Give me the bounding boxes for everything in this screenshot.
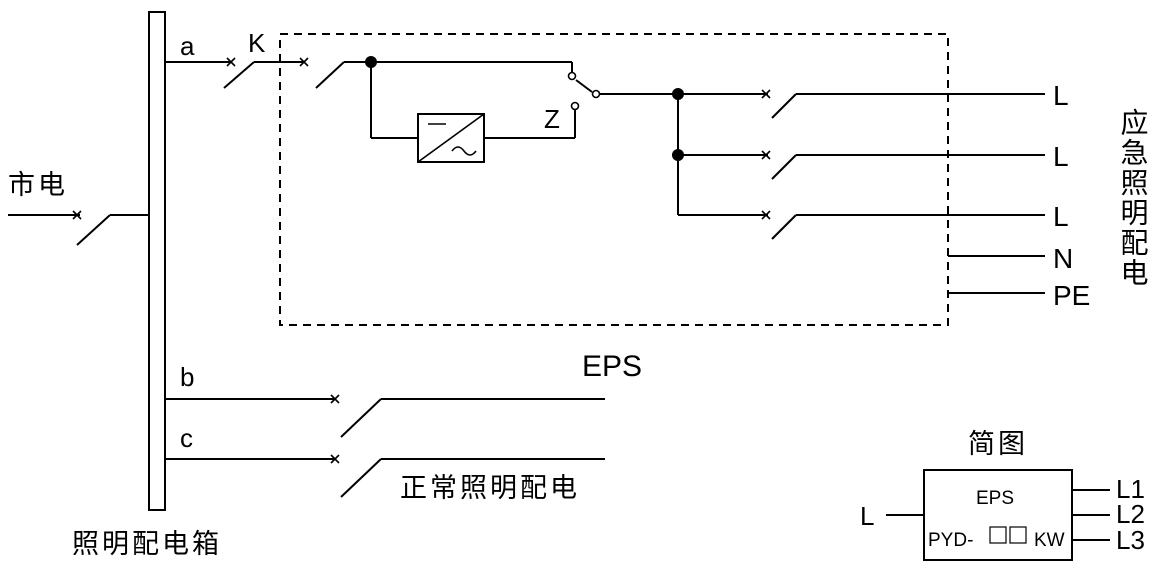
transfer-contact-z <box>570 101 580 111</box>
mains-input: 市电 <box>8 170 149 246</box>
branch-b-breaker-blade <box>340 398 382 438</box>
branch-c-label: c <box>180 423 193 453</box>
output-n-label: N <box>1053 243 1073 274</box>
mains-breaker-mark <box>72 210 82 220</box>
simplified-title: 简图 <box>968 429 1028 459</box>
eps-input-breaker-mark <box>299 57 309 67</box>
transfer-switch-blade <box>575 79 593 93</box>
ac-symbol <box>451 146 477 156</box>
output-l1-label: L <box>1053 80 1069 111</box>
model-placeholder-box <box>1009 526 1027 544</box>
output-l2-label: L <box>1053 141 1069 172</box>
output-breaker-mark <box>761 89 771 99</box>
distribution-box-label: 照明配电箱 <box>72 529 222 559</box>
output-breaker-mark <box>761 210 771 220</box>
eps-label: EPS <box>582 350 642 383</box>
switch-k-blade <box>223 61 255 89</box>
normal-lighting-label: 正常照明配电 <box>400 473 580 503</box>
simplified-input-label: L <box>860 501 874 531</box>
inverter-diagonal <box>417 113 485 163</box>
switch-k-label: K <box>248 28 266 58</box>
branch-a-label: a <box>180 31 195 61</box>
distribution-busbar <box>148 11 166 511</box>
transfer-contact-mains <box>567 71 577 81</box>
branch-c-breaker-blade <box>340 458 382 498</box>
output-pe-label: PE <box>1053 280 1090 311</box>
switch-z-label: Z <box>544 104 560 134</box>
simplified-model-suffix: KW <box>1034 530 1065 551</box>
branch-a: a K <box>165 28 345 89</box>
eps-internal-circuit: Z <box>344 56 768 216</box>
transfer-contact-common <box>591 89 601 99</box>
output-l3-label: L <box>1053 201 1069 232</box>
branch-b: b <box>165 362 605 438</box>
simplified-output-l3: L3 <box>1116 525 1145 555</box>
output-breakers <box>761 89 1045 294</box>
emergency-lighting-label: 应急照明配电 <box>1118 108 1149 288</box>
model-placeholder-box <box>989 526 1007 544</box>
simplified-box-label: EPS <box>976 488 1014 509</box>
output-breaker-blade <box>771 154 797 180</box>
mains-breaker-blade <box>76 214 111 246</box>
branch-c: c 正常照明配电 <box>165 423 605 503</box>
simplified-output-l1: L1 <box>1116 474 1145 504</box>
output-breaker-mark <box>761 150 771 160</box>
output-breaker-blade <box>771 93 797 119</box>
branch-b-breaker-mark <box>330 394 340 404</box>
eps-enclosure <box>279 33 949 326</box>
mains-label: 市电 <box>8 170 68 200</box>
simplified-diagram: 简图 EPS PYD- KW L L1 L2 L3 <box>860 429 1145 561</box>
simplified-output-l2: L2 <box>1116 499 1145 529</box>
eps-input-breaker-blade <box>315 61 345 89</box>
output-breaker-blade <box>771 214 797 240</box>
branch-c-breaker-mark <box>330 454 340 464</box>
branch-a-breaker-mark <box>226 57 236 67</box>
branch-b-label: b <box>180 362 194 392</box>
simplified-model-prefix: PYD- <box>928 530 973 551</box>
